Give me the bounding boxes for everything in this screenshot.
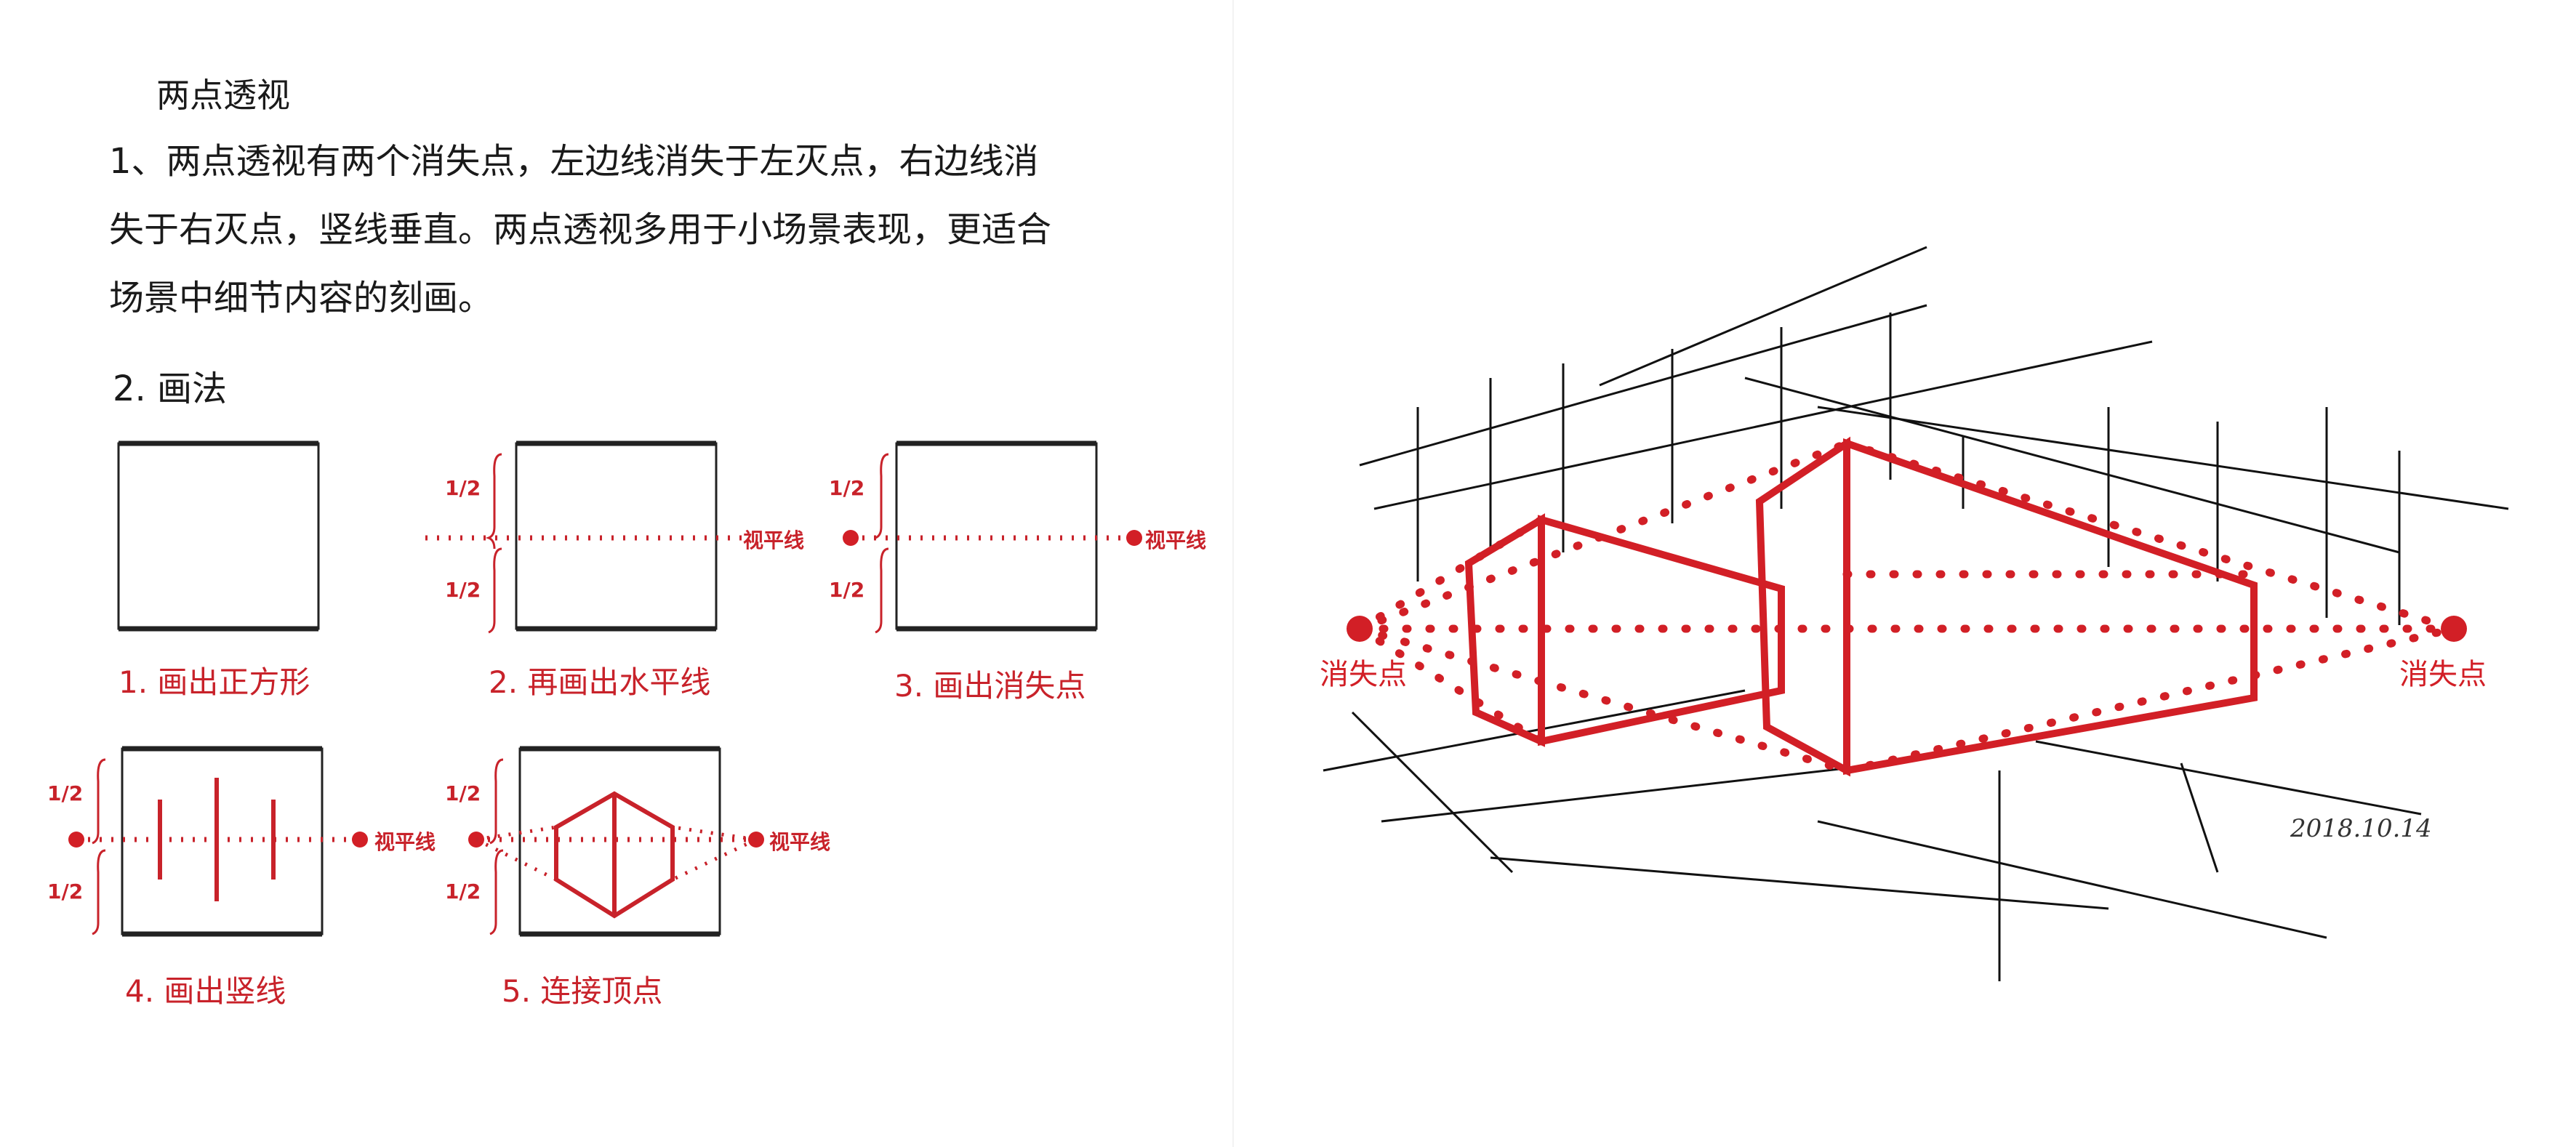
section2-heading: 2. 画法	[113, 369, 228, 409]
horizon-line-label: 视平线	[1145, 528, 1207, 552]
step2-square	[516, 443, 716, 629]
vanishing-point-dot-icon	[68, 832, 84, 848]
brace-icon	[489, 849, 504, 935]
horizon-line-label: 视平线	[743, 528, 805, 552]
paragraph-line: 场景中细节内容的刻画。	[109, 278, 494, 318]
horizon-line-label: 视平线	[769, 830, 831, 854]
half-label: 1/2	[47, 781, 84, 805]
step1-caption: 1. 画出正方形	[119, 664, 310, 700]
step4-square	[122, 749, 322, 934]
half-label: 1/2	[829, 476, 865, 500]
left-vanishing-point-icon	[1347, 616, 1373, 642]
step1-square	[119, 443, 318, 629]
step2-caption: 2. 再画出水平线	[489, 664, 711, 700]
half-label: 1/2	[445, 476, 481, 500]
document-title: 两点透视	[156, 76, 290, 115]
half-label: 1/2	[445, 578, 481, 602]
step3-caption: 3. 画出消失点	[894, 668, 1086, 704]
brace-icon	[92, 758, 106, 845]
vanishing-point-dot-icon	[352, 832, 368, 848]
vanishing-point-dot-icon	[843, 530, 859, 546]
section1-paragraph: 1、两点透视有两个消失点，左边线消失于左灭点，右边线消 失于右灭点，竖线垂直。两…	[109, 127, 1221, 332]
half-label: 1/2	[47, 880, 84, 903]
horizon-line-label: 视平线	[374, 830, 436, 854]
bus-perspective-boxes	[1464, 436, 2258, 777]
sketch-structure-lines	[1323, 246, 2509, 981]
step4-caption: 4. 画出竖线	[125, 973, 286, 1009]
vanishing-point-dot-icon	[1126, 530, 1142, 546]
half-label: 1/2	[445, 781, 481, 805]
paragraph-line: 1、两点透视有两个消失点，左边线消失于左灭点，右边线消	[109, 141, 1039, 182]
step5-caption: 5. 连接顶点	[502, 973, 663, 1009]
steps-diagram	[68, 0, 1142, 1147]
perspective-guide-lines	[1355, 439, 2458, 775]
brace-icon	[875, 547, 889, 634]
brace-icon	[488, 547, 502, 634]
half-label: 1/2	[829, 578, 865, 602]
brace-icon	[92, 849, 106, 935]
brace-icon	[875, 453, 889, 539]
half-label: 1/2	[445, 880, 481, 903]
paragraph-line: 失于右灭点，竖线垂直。两点透视多用于小场景表现，更适合	[109, 209, 1052, 250]
brace-icon	[485, 453, 502, 550]
brace-icon	[489, 758, 504, 845]
left-vanishing-point-label: 消失点	[1320, 658, 1407, 691]
signature-date: 2018.10.14	[2290, 814, 2432, 843]
step5-square	[520, 749, 720, 934]
step3-square	[896, 443, 1096, 629]
right-vanishing-point-icon	[2441, 616, 2467, 642]
right-vanishing-point-label: 消失点	[2399, 658, 2487, 691]
column-divider	[1232, 0, 1234, 1147]
